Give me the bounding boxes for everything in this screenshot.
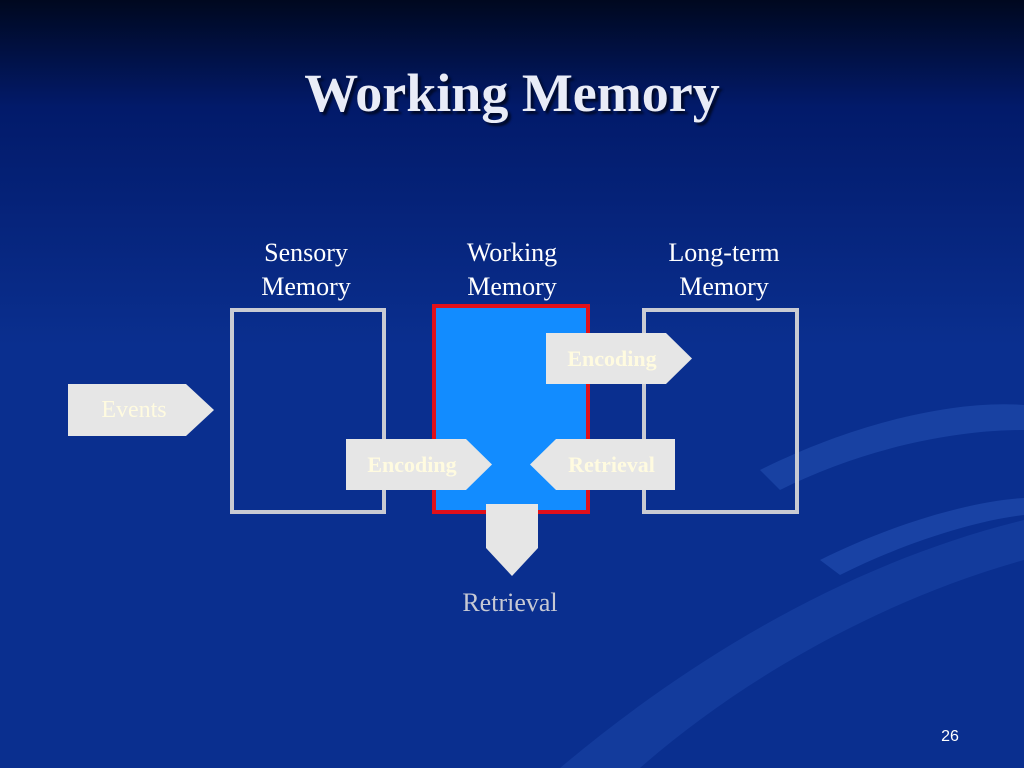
sensory-memory-label-line2: Memory [261, 272, 351, 301]
encoding-to-working-arrow: Encoding [346, 439, 492, 490]
long-term-memory-label-line1: Long-term [668, 238, 780, 267]
sensory-memory-box [230, 308, 386, 514]
encoding-to-working-label: Encoding [367, 451, 457, 477]
long-term-memory-box [642, 308, 799, 514]
sensory-memory-label: Sensory Memory [216, 236, 396, 304]
sensory-memory-label-line1: Sensory [264, 238, 348, 267]
working-memory-label: Working Memory [422, 236, 602, 304]
slide-title: Working Memory [304, 63, 720, 123]
retrieval-from-longterm-label: Retrieval [568, 451, 655, 477]
encoding-to-longterm-label: Encoding [567, 345, 657, 371]
events-arrow: Events [68, 384, 214, 436]
page-number: 26 [941, 728, 959, 745]
retrieval-output-down-arrow [486, 504, 538, 576]
long-term-memory-label: Long-term Memory [634, 236, 814, 304]
working-memory-label-line2: Memory [467, 272, 557, 301]
working-memory-label-line1: Working [466, 238, 558, 267]
retrieval-output-label: Retrieval [462, 588, 558, 617]
encoding-to-longterm-arrow: Encoding [546, 333, 692, 384]
events-arrow-label: Events [101, 396, 167, 423]
long-term-memory-label-line2: Memory [679, 272, 769, 301]
retrieval-from-longterm-arrow: Retrieval [530, 439, 675, 490]
